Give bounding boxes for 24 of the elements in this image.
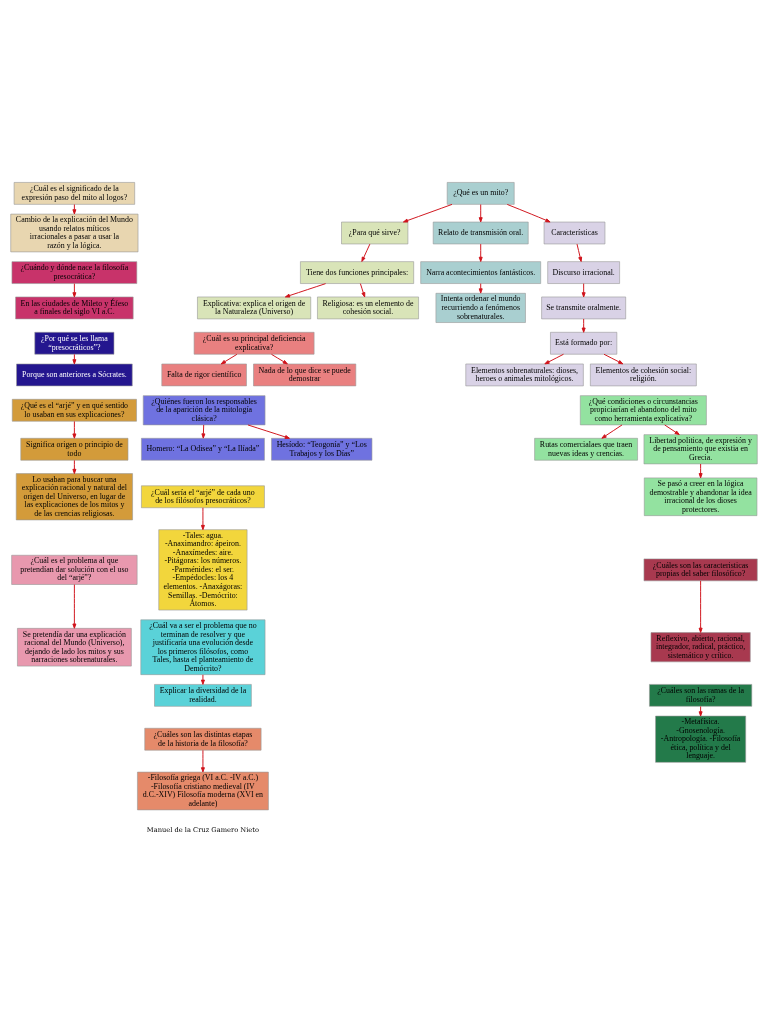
arrow xyxy=(72,584,77,629)
arrow xyxy=(72,353,77,365)
arrow xyxy=(271,353,288,365)
arrow xyxy=(478,204,483,223)
arrow xyxy=(544,353,564,365)
arrow xyxy=(247,424,290,439)
arrow xyxy=(478,243,483,262)
arrow xyxy=(200,674,205,685)
arrow xyxy=(200,749,205,773)
arrow xyxy=(284,283,327,298)
arrow xyxy=(698,580,703,633)
arrow xyxy=(200,507,205,531)
arrow xyxy=(220,353,238,365)
arrow xyxy=(506,203,551,223)
arrow xyxy=(361,243,371,262)
arrow xyxy=(664,424,680,436)
arrow xyxy=(402,203,453,223)
arrow xyxy=(603,353,624,365)
arrow xyxy=(72,420,77,439)
arrow xyxy=(698,463,703,479)
arrow xyxy=(601,424,623,439)
arrow xyxy=(576,243,583,262)
arrow xyxy=(72,459,77,475)
arrow xyxy=(359,283,366,298)
